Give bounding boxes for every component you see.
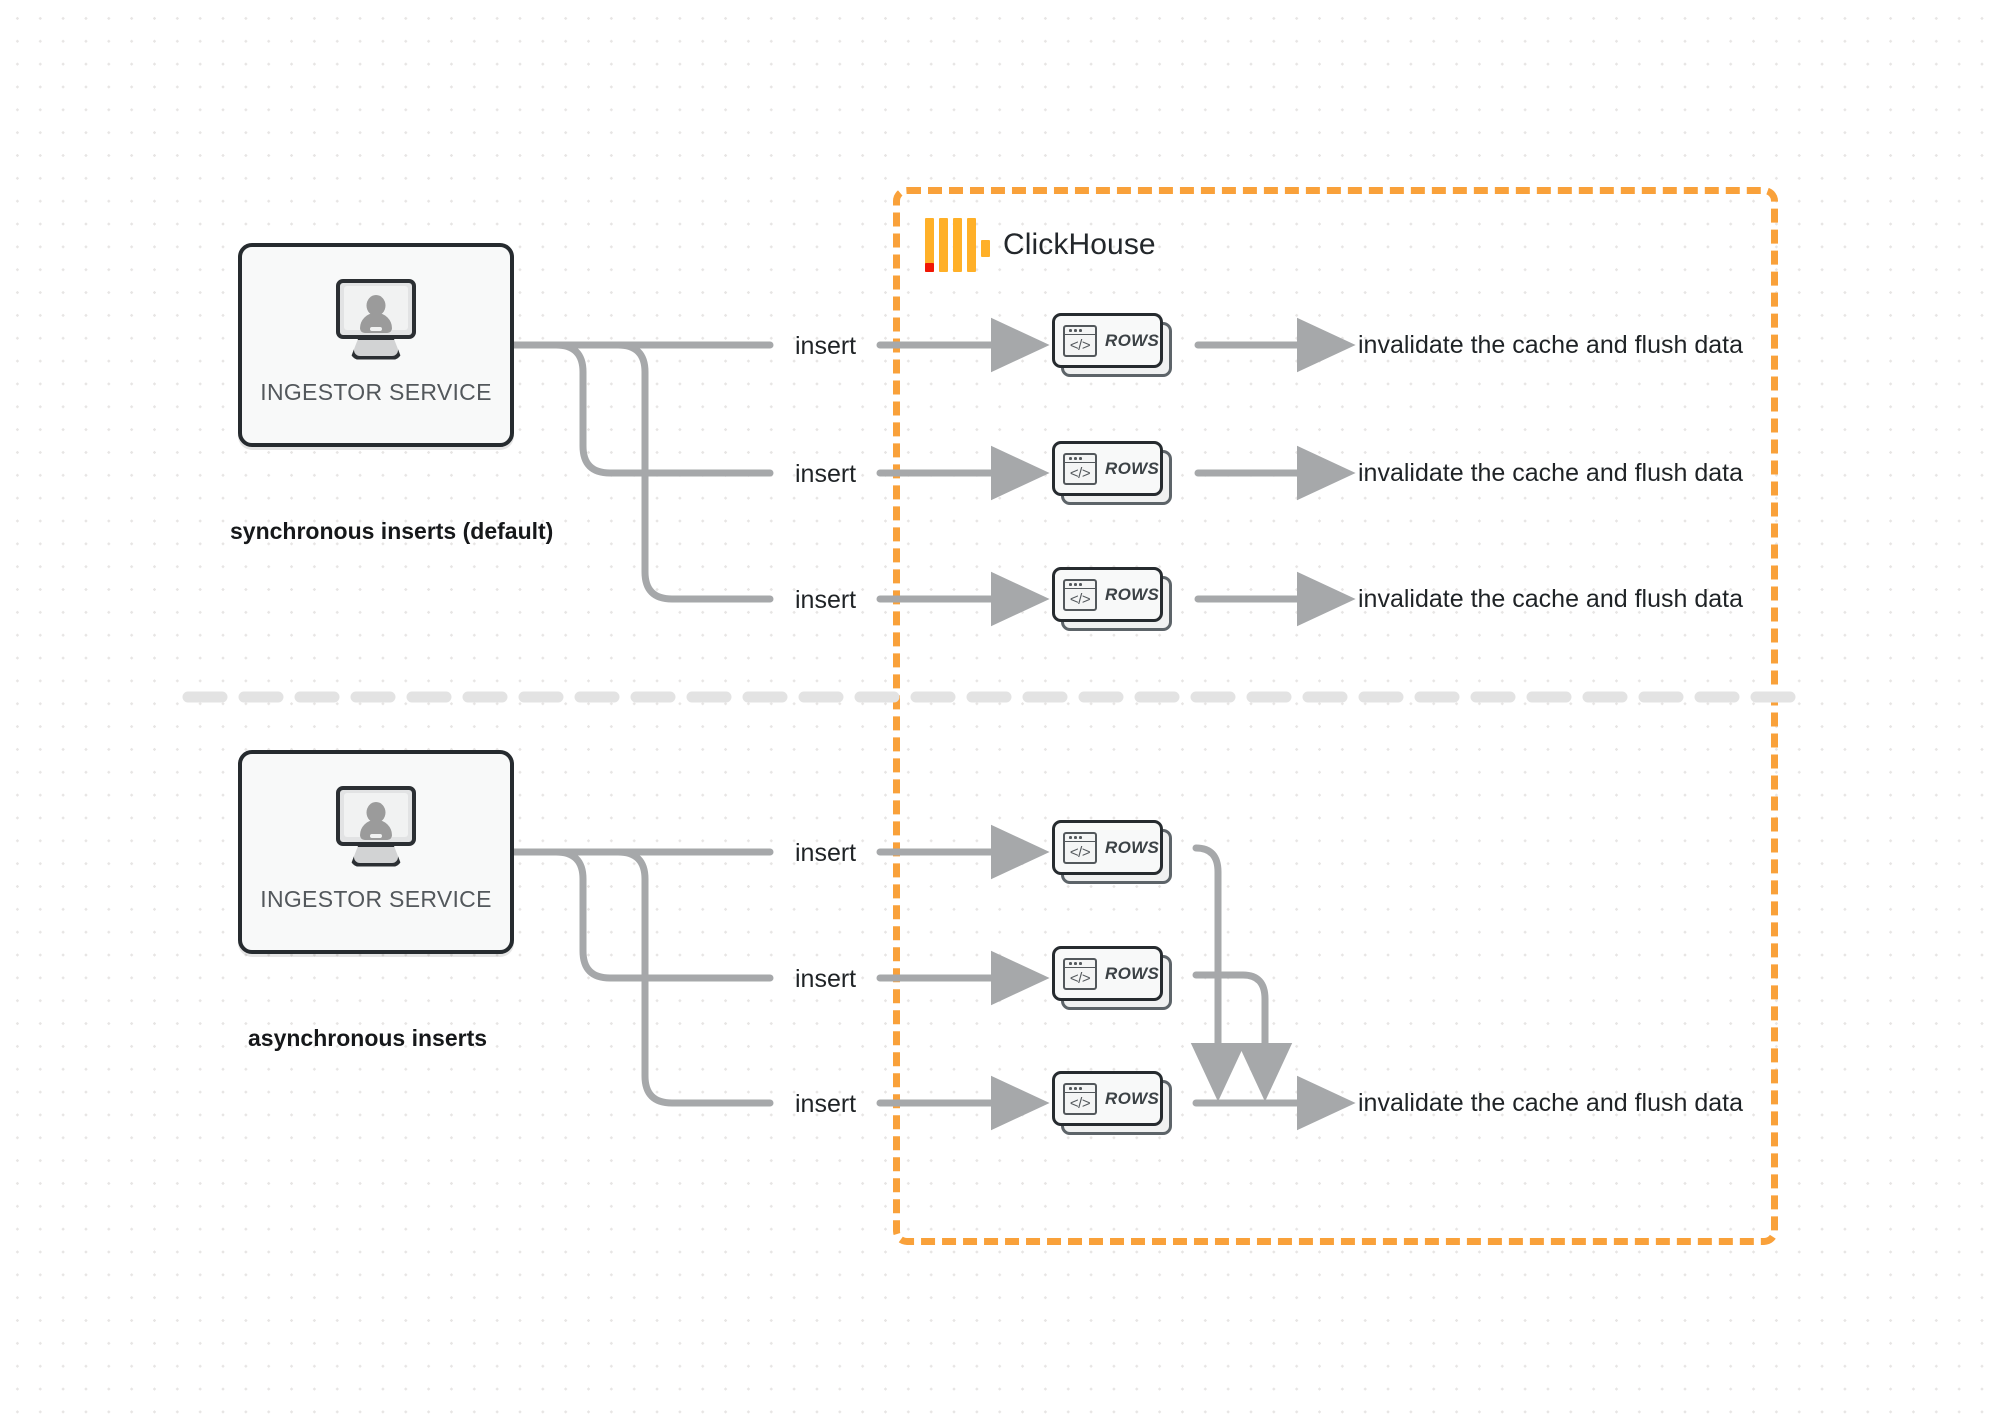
ingestor-service-async[interactable]: INGESTOR SERVICE [238, 750, 514, 954]
rows-node-sync-2[interactable]: </> ROWS [1052, 441, 1172, 505]
section-caption-async: asynchronous inserts [248, 1025, 488, 1051]
edge-label-sync-flush-1: invalidate the cache and flush data [1358, 331, 1743, 359]
rows-node-sync-3[interactable]: </> ROWS [1052, 567, 1172, 631]
rows-card-front: </> ROWS [1052, 820, 1163, 875]
code-window-glyph: </> [1069, 465, 1091, 482]
code-window-glyph: </> [1069, 591, 1091, 608]
monitor-screen-icon [336, 278, 416, 339]
monitor-led-icon [370, 326, 382, 331]
code-window-glyph: </> [1069, 337, 1091, 354]
rows-node-label: ROWS [1105, 837, 1160, 857]
ingestor-service-label-async: INGESTOR SERVICE [260, 885, 492, 912]
edge-async-branch-2 [510, 848, 774, 982]
edge-async-branch-3 [510, 848, 774, 1107]
edge-label-async-insert-1: insert [795, 839, 857, 867]
clickhouse-label: ClickHouse [1003, 228, 1156, 261]
user-avatar-body-icon [360, 312, 392, 333]
rows-card-front: </> ROWS [1052, 1071, 1163, 1126]
monitor-stand-icon [350, 335, 402, 360]
edge-label-sync-insert-2: insert [795, 460, 857, 488]
ingestor-service-sync[interactable]: INGESTOR SERVICE [238, 243, 514, 447]
monitor-user-icon [328, 785, 424, 872]
rows-card-front: </> ROWS [1052, 567, 1163, 622]
rows-node-async-3[interactable]: </> ROWS [1052, 1071, 1172, 1135]
rows-node-label: ROWS [1105, 1088, 1160, 1108]
rows-node-label: ROWS [1105, 458, 1160, 478]
code-window-glyph: </> [1069, 970, 1091, 987]
code-window-icon: </> [1063, 831, 1097, 864]
monitor-display-icon [344, 792, 408, 840]
user-avatar-head-icon [366, 801, 386, 823]
rows-card-front: </> ROWS [1052, 313, 1163, 368]
code-window-glyph: </> [1069, 1095, 1091, 1112]
edge-label-sync-insert-1: insert [795, 332, 857, 360]
rows-node-sync-1[interactable]: </> ROWS [1052, 313, 1172, 377]
rows-node-label: ROWS [1105, 584, 1160, 604]
edge-sync-branch-2 [510, 341, 774, 477]
edge-label-sync-flush-2: invalidate the cache and flush data [1358, 459, 1743, 487]
monitor-stand-icon [350, 842, 402, 867]
code-window-titlebar [1065, 327, 1095, 335]
rows-node-async-2[interactable]: </> ROWS [1052, 946, 1172, 1010]
rows-node-label: ROWS [1105, 963, 1160, 983]
code-window-icon: </> [1063, 957, 1097, 990]
rows-node-label: ROWS [1105, 330, 1160, 350]
clickhouse-boundary [893, 187, 1778, 1245]
edge-label-sync-flush-3: invalidate the cache and flush data [1358, 585, 1743, 613]
monitor-user-icon [328, 278, 424, 365]
edge-label-async-insert-3: insert [795, 1090, 857, 1118]
code-window-icon: </> [1063, 1082, 1097, 1115]
rows-node-async-1[interactable]: </> ROWS [1052, 820, 1172, 884]
code-window-icon: </> [1063, 452, 1097, 485]
section-caption-sync: synchronous inserts (default) [230, 518, 554, 544]
code-window-titlebar [1065, 834, 1095, 842]
user-avatar-body-icon [360, 819, 392, 840]
edge-label-async-flush-1: invalidate the cache and flush data [1358, 1089, 1743, 1117]
rows-card-front: </> ROWS [1052, 946, 1163, 1001]
code-window-icon: </> [1063, 324, 1097, 357]
code-window-titlebar [1065, 581, 1095, 589]
monitor-led-icon [370, 833, 382, 838]
code-window-titlebar [1065, 960, 1095, 968]
code-window-titlebar [1065, 455, 1095, 463]
edge-label-async-insert-2: insert [795, 965, 857, 993]
rows-card-front: </> ROWS [1052, 441, 1163, 496]
ingestor-service-label-sync: INGESTOR SERVICE [260, 378, 492, 405]
code-window-icon: </> [1063, 578, 1097, 611]
edge-label-sync-insert-3: insert [795, 586, 857, 614]
clickhouse-logo-icon [925, 218, 990, 272]
code-window-glyph: </> [1069, 844, 1091, 861]
code-window-titlebar [1065, 1085, 1095, 1093]
user-avatar-head-icon [366, 294, 386, 316]
edge-sync-branch-3 [510, 341, 774, 603]
monitor-display-icon [344, 285, 408, 333]
clickhouse-logo-group: ClickHouse [925, 218, 1156, 272]
monitor-screen-icon [336, 785, 416, 846]
